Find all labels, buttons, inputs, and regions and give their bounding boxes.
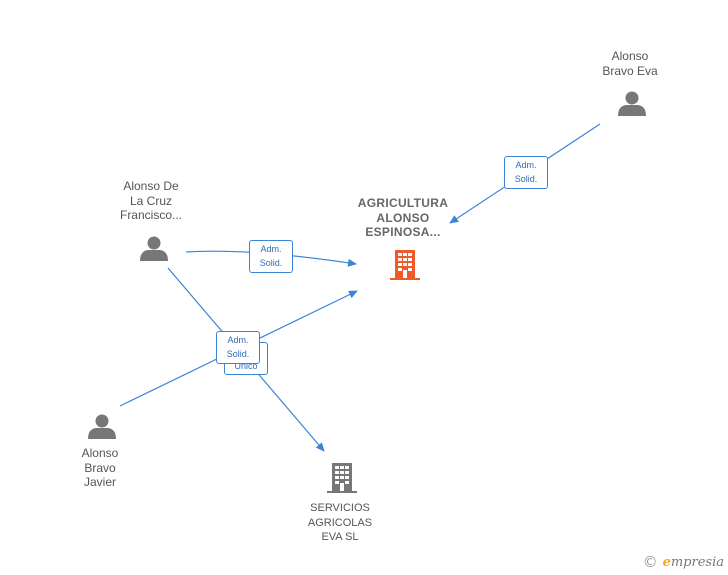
- company-label-main[interactable]: AGRICULTURA ALONSO ESPINOSA...: [343, 196, 463, 240]
- role-badge-francisco[interactable]: Adm. Solid.: [249, 240, 293, 273]
- badge-line: Adm.: [260, 244, 282, 254]
- building-icon[interactable]: [327, 463, 357, 493]
- label-line: Bravo Eva: [602, 63, 658, 78]
- company-label-second[interactable]: SERVICIOS AGRICOLAS EVA SL: [290, 501, 390, 545]
- label-line: AGRICULTURA: [357, 196, 449, 210]
- label-line: Alonso: [611, 49, 649, 63]
- label-line: Francisco...: [119, 208, 182, 222]
- person-icon[interactable]: [140, 236, 168, 262]
- label-line: AGRICOLAS: [307, 516, 373, 529]
- brand-logo[interactable]: empresia: [663, 555, 724, 570]
- badge-line: Unico: [234, 361, 258, 371]
- person-label-javier[interactable]: Alonso Bravo Javier: [60, 446, 140, 490]
- label-line: Alonso: [81, 446, 119, 460]
- label-line: Javier: [83, 475, 116, 489]
- label-line: Bravo: [84, 460, 116, 475]
- label-line: ALONSO: [376, 210, 430, 225]
- role-badge-javier[interactable]: Adm. Solid.: [216, 331, 260, 364]
- badge-line: Solid.: [226, 349, 250, 359]
- copyright-notice: © empresia: [643, 553, 724, 571]
- person-label-eva[interactable]: Alonso Bravo Eva: [590, 49, 670, 78]
- person-icon[interactable]: [618, 91, 646, 117]
- label-line: SERVICIOS: [310, 502, 370, 514]
- role-badge-eva[interactable]: Adm. Solid.: [504, 156, 548, 189]
- badge-line: Solid.: [514, 174, 538, 184]
- copyright-icon: ©: [642, 553, 658, 571]
- person-icon[interactable]: [88, 414, 116, 440]
- brand-text: mpresia: [670, 554, 724, 570]
- badge-line: Solid.: [259, 258, 283, 268]
- badge-line: Adm.: [515, 160, 537, 170]
- label-line: Alonso De: [123, 179, 179, 193]
- label-line: ESPINOSA...: [365, 225, 441, 239]
- person-label-francisco[interactable]: Alonso De La Cruz Francisco...: [106, 179, 196, 223]
- building-icon[interactable]: [390, 248, 420, 280]
- label-line: EVA SL: [321, 531, 359, 543]
- label-line: La Cruz: [129, 193, 173, 208]
- brand-e: e: [662, 554, 671, 570]
- badge-line: Adm.: [227, 335, 249, 345]
